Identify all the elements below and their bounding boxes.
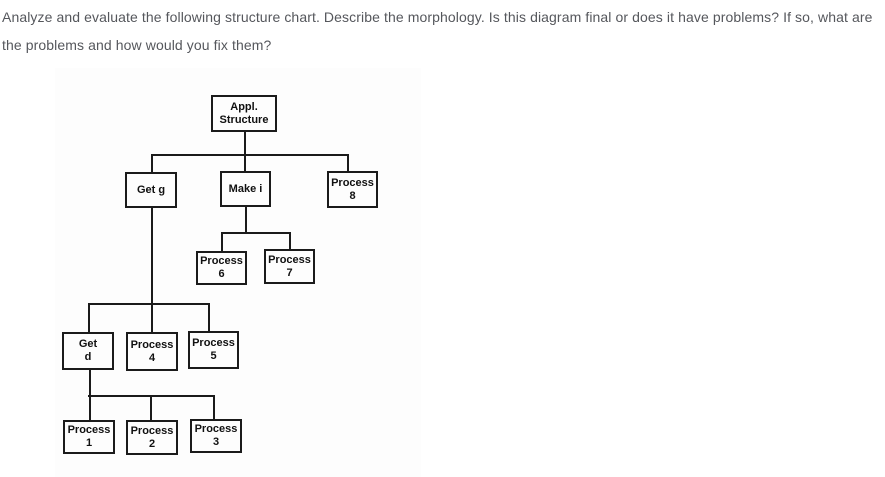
- connector-drop-process-5: [208, 303, 210, 331]
- node-label: Process 1: [67, 424, 111, 449]
- node-label: Process 2: [130, 424, 174, 450]
- node-process-2: Process 2: [126, 420, 178, 455]
- node-process-6: Process 6: [196, 251, 247, 285]
- question-text: Analyze and evaluate the following struc…: [2, 9, 873, 53]
- node-label: Process 3: [194, 423, 238, 448]
- connector-drop-get-g: [151, 154, 153, 172]
- node-process-7: Process 7: [264, 249, 315, 284]
- node-get-d: Get d: [62, 332, 114, 370]
- connector-drop-process-8: [347, 154, 349, 171]
- connector-drop-process-6: [221, 232, 223, 251]
- connector-get-g-bus: [88, 303, 210, 305]
- node-process-3: Process 3: [190, 419, 242, 453]
- node-process-1: Process 1: [63, 420, 115, 454]
- node-label: Make i: [228, 182, 263, 195]
- node-label: Get g: [136, 183, 166, 196]
- node-label: Process 7: [268, 253, 311, 279]
- structure-chart-image: Appl. Structure Get g Make i Process 8 P…: [55, 68, 421, 477]
- connector-get-g-to-process-4: [151, 208, 153, 332]
- connector-level1-bus: [151, 154, 349, 156]
- connector-drop-process-3: [213, 395, 215, 419]
- connector-drop-process-2: [150, 395, 152, 420]
- node-appl-structure: Appl. Structure: [211, 95, 277, 132]
- node-label: Process 6: [200, 255, 243, 280]
- node-label: Process 4: [130, 338, 174, 364]
- node-label: Appl. Structure: [219, 100, 269, 126]
- node-get-g: Get g: [125, 172, 177, 208]
- connector-make-i-bus: [221, 232, 291, 234]
- connector-appl-to-make-i: [244, 132, 246, 171]
- node-process-5: Process 5: [188, 331, 239, 369]
- node-process-4: Process 4: [126, 332, 178, 371]
- node-make-i: Make i: [220, 171, 271, 207]
- node-label: Process 8: [331, 176, 374, 202]
- node-label: Process 5: [192, 337, 235, 362]
- connector-drop-process-7: [289, 232, 291, 249]
- connector-drop-get-d: [88, 303, 90, 332]
- connector-make-i-down: [245, 207, 247, 232]
- node-process-8: Process 8: [327, 171, 378, 208]
- node-label: Get d: [78, 338, 98, 363]
